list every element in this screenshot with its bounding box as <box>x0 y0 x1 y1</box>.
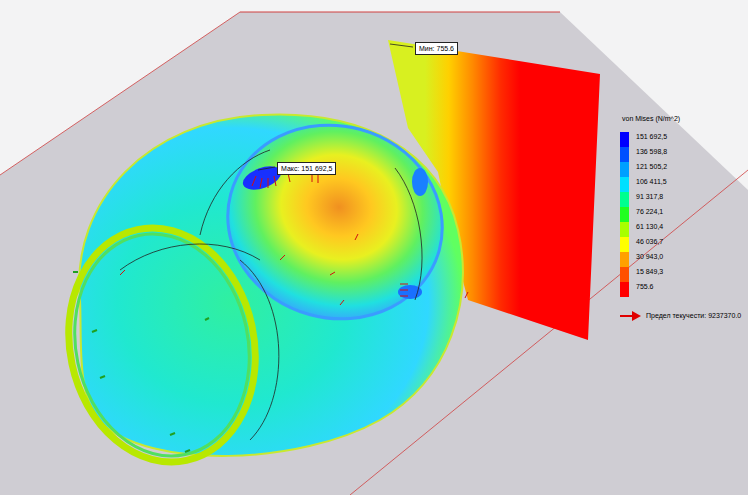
color-swatch <box>620 132 629 147</box>
callout-text: Мин: 755.6 <box>419 44 454 53</box>
legend-text: 46 036,7 <box>636 237 663 246</box>
color-swatch <box>620 177 629 192</box>
legend-row: 121 505,2 <box>620 162 651 177</box>
legend-text: 76 224,1 <box>636 207 663 216</box>
color-swatch <box>620 267 629 282</box>
legend-row: 151 692,5 <box>620 132 651 147</box>
color-swatch <box>620 252 629 267</box>
legend-row: 91 317,8 <box>620 192 647 207</box>
legend-text: 15 849,3 <box>636 267 663 276</box>
legend-text: 121 505,2 <box>636 162 667 171</box>
legend-text: Предел текучести: 9237370.0 <box>646 311 741 320</box>
legend-row: 46 036,7 <box>620 237 647 252</box>
legend-text: 106 411,5 <box>636 177 667 186</box>
legend-row: Предел текучести: 9237370.0 <box>620 311 715 326</box>
legend-text: 151 692,5 <box>636 132 667 141</box>
legend-title: von Mises (N/m^2) <box>622 114 680 123</box>
legend-row: 15 849,3 <box>620 267 647 282</box>
color-swatch <box>620 282 629 297</box>
legend-text: 30 943,0 <box>636 252 663 261</box>
legend-text: 136 598,8 <box>636 147 667 156</box>
legend-row: 136 598,8 <box>620 147 651 162</box>
color-swatch <box>620 207 629 222</box>
legend-row: 76 224,1 <box>620 207 647 222</box>
yield-arrow <box>620 311 642 321</box>
legend-row: 106 411,5 <box>620 177 651 192</box>
legend-row: 30 943,0 <box>620 252 647 267</box>
legend-text: 61 130,4 <box>636 222 663 231</box>
callout-box: Макс: 151 692,5 <box>277 162 336 175</box>
color-swatch <box>620 147 629 162</box>
color-swatch <box>620 222 629 237</box>
callout-box: Мин: 755.6 <box>415 42 458 55</box>
callout-text: Макс: 151 692,5 <box>281 164 332 173</box>
legend-text: 91 317,8 <box>636 192 663 201</box>
color-swatch <box>620 192 629 207</box>
color-swatch <box>620 162 629 177</box>
legend-row: 61 130,4 <box>620 222 647 237</box>
color-swatch <box>620 237 629 252</box>
legend-row: 755.6 <box>620 282 638 297</box>
legend-text: 755.6 <box>636 282 654 291</box>
